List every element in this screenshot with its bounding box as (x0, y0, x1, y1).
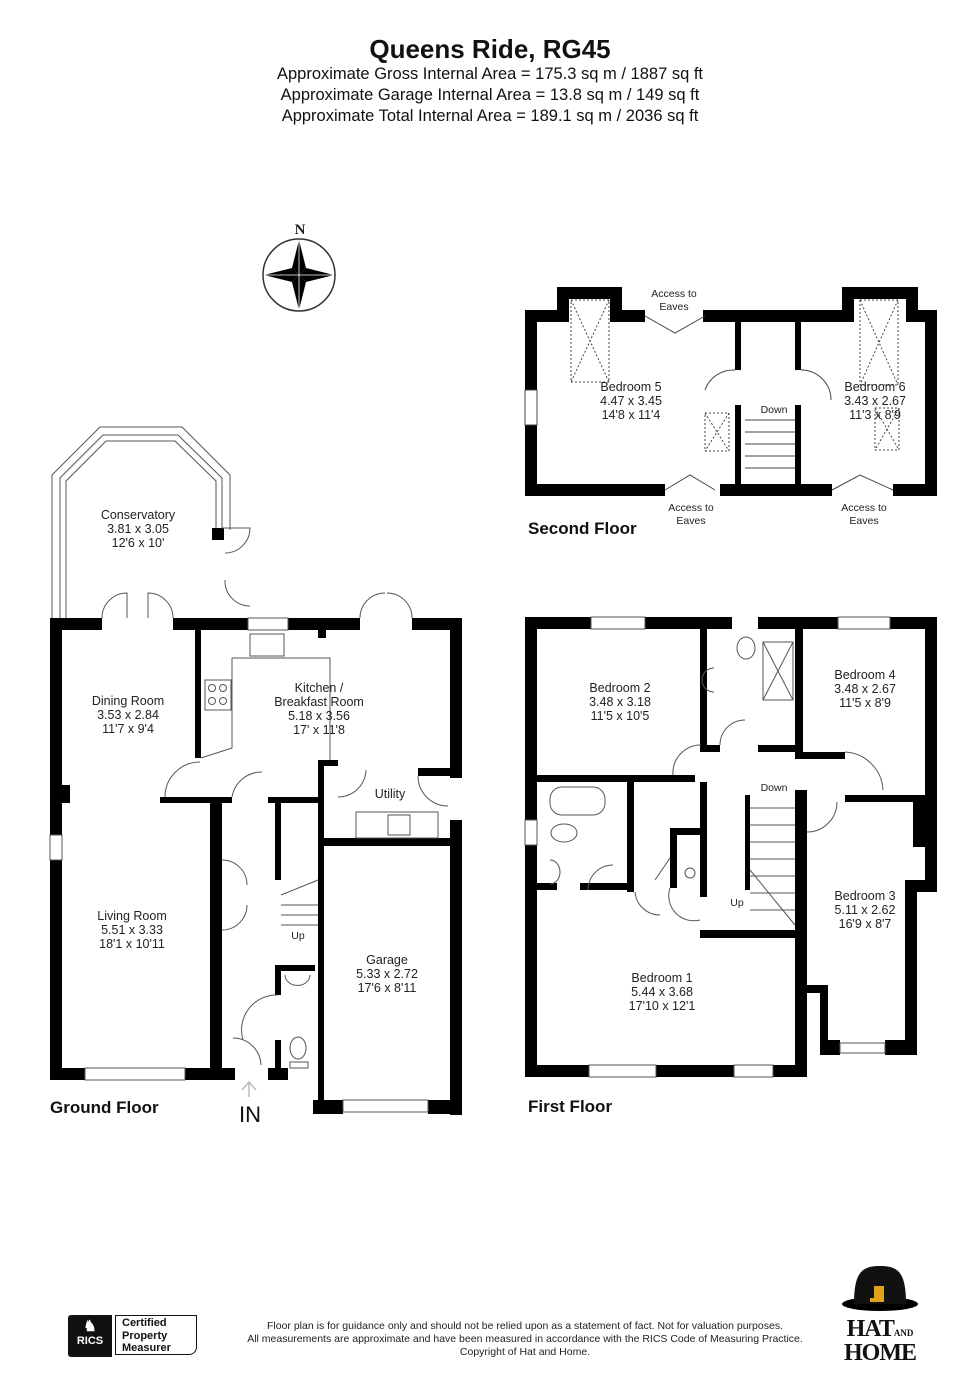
svg-text:Eaves: Eaves (676, 515, 705, 527)
svg-text:Bedroom 5: Bedroom 5 (600, 380, 661, 394)
svg-text:Bedroom 1: Bedroom 1 (631, 971, 692, 985)
svg-text:Access to: Access to (651, 288, 697, 300)
garage-area: Approximate Garage Internal Area = 13.8 … (280, 86, 700, 104)
rics-lion-icon: ♞ (83, 1318, 97, 1335)
svg-text:12'6 x 10': 12'6 x 10' (112, 536, 165, 550)
gross-area: Approximate Gross Internal Area = 175.3 … (276, 65, 704, 83)
rics-certified-badge: ♞ RICS Certified Property Measurer (68, 1315, 200, 1357)
room-bedroom-1: Bedroom 1 5.44 x 3.68 17'10 x 12'1 (629, 971, 696, 1013)
eaves-access-top: Access to Eaves (651, 288, 697, 313)
svg-text:Eaves: Eaves (659, 301, 688, 313)
svg-text:Breakfast Room: Breakfast Room (274, 695, 364, 709)
room-utility: Utility (375, 787, 406, 801)
svg-text:3.48 x 2.67: 3.48 x 2.67 (834, 682, 896, 696)
eaves-access-bottom-right: Access to Eaves (841, 502, 887, 527)
svg-text:5.51 x 3.33: 5.51 x 3.33 (101, 923, 163, 937)
first-floor-label: First Floor (528, 1097, 612, 1116)
svg-text:3.81 x 3.05: 3.81 x 3.05 (107, 522, 169, 536)
logo-wordmark: HATAND HOME (844, 1316, 917, 1366)
ground-floor-label: Ground Floor (50, 1098, 159, 1117)
conservatory-glazing (51, 426, 231, 618)
room-bedroom-5: Bedroom 5 4.47 x 3.45 14'8 x 11'4 (600, 380, 662, 422)
svg-text:5.44 x 3.68: 5.44 x 3.68 (631, 985, 693, 999)
svg-text:4.47 x 3.45: 4.47 x 3.45 (600, 394, 662, 408)
svg-text:3.53 x 2.84: 3.53 x 2.84 (97, 708, 159, 722)
svg-text:5.11 x 2.62: 5.11 x 2.62 (835, 903, 896, 917)
svg-text:N: N (295, 222, 306, 238)
svg-text:Conservatory: Conservatory (101, 508, 176, 522)
hat-and-home-logo: HATAND HOME (832, 1262, 928, 1366)
svg-text:Access to: Access to (841, 502, 887, 514)
second-floor-plan (525, 287, 937, 496)
bowler-hat-icon (842, 1266, 918, 1311)
svg-text:11'3 x 8'9: 11'3 x 8'9 (849, 408, 901, 422)
svg-text:Bedroom 6: Bedroom 6 (844, 380, 905, 394)
svg-text:18'1 x 10'11: 18'1 x 10'11 (99, 937, 165, 951)
svg-text:Bedroom 2: Bedroom 2 (589, 681, 650, 695)
svg-text:5.18 x 3.56: 5.18 x 3.56 (288, 709, 350, 723)
svg-text:Access to: Access to (668, 502, 714, 514)
svg-text:Living Room: Living Room (97, 909, 166, 923)
eaves-access-bottom-left: Access to Eaves (668, 502, 714, 527)
second-floor-label: Second Floor (528, 519, 637, 538)
stairs-down-label: Down (761, 782, 788, 794)
compass-rose-icon: N (262, 222, 336, 312)
svg-text:Eaves: Eaves (849, 515, 878, 527)
stairs-down-label: Down (761, 404, 788, 416)
svg-text:16'9 x 8'7: 16'9 x 8'7 (839, 917, 892, 931)
svg-text:5.33 x 2.72: 5.33 x 2.72 (356, 967, 418, 981)
room-bedroom-2: Bedroom 2 3.48 x 3.18 11'5 x 10'5 (589, 681, 651, 723)
svg-text:17'10 x 12'1: 17'10 x 12'1 (629, 999, 696, 1013)
room-conservatory: Conservatory 3.81 x 3.05 12'6 x 10' (101, 508, 176, 550)
svg-text:Kitchen /: Kitchen / (295, 681, 344, 695)
svg-text:Bedroom 4: Bedroom 4 (834, 668, 895, 682)
room-garage: Garage 5.33 x 2.72 17'6 x 8'11 (356, 953, 418, 995)
svg-text:Bedroom 3: Bedroom 3 (834, 889, 895, 903)
room-dining: Dining Room 3.53 x 2.84 11'7 x 9'4 (92, 694, 164, 736)
plan-header: Queens Ride, RG45 Approximate Gross Inte… (0, 34, 980, 127)
svg-text:17' x 11'8: 17' x 11'8 (293, 723, 345, 737)
room-kitchen: Kitchen / Breakfast Room 5.18 x 3.56 17'… (274, 681, 364, 737)
room-bedroom-4: Bedroom 4 3.48 x 2.67 11'5 x 8'9 (834, 668, 896, 710)
room-bedroom-6: Bedroom 6 3.43 x 2.67 11'3 x 8'9 (844, 380, 906, 422)
room-bedroom-3: Bedroom 3 5.11 x 2.62 16'9 x 8'7 (834, 889, 895, 931)
stairs-up-label: Up (291, 930, 305, 942)
svg-text:Dining Room: Dining Room (92, 694, 164, 708)
disclaimer: Floor plan is for guidance only and shou… (247, 1320, 803, 1358)
property-title: Queens Ride, RG45 (369, 34, 611, 64)
entrance-label: IN (239, 1102, 261, 1127)
svg-text:11'5 x 10'5: 11'5 x 10'5 (591, 709, 650, 723)
ground-floor-walls (50, 528, 462, 1115)
entrance-arrow-icon (241, 1080, 257, 1097)
rics-badge-text: Certified Property Measurer (115, 1315, 197, 1355)
svg-text:3.48 x 3.18: 3.48 x 3.18 (589, 695, 651, 709)
svg-text:3.43 x 2.67: 3.43 x 2.67 (844, 394, 906, 408)
svg-text:11'5 x 8'9: 11'5 x 8'9 (839, 696, 891, 710)
rics-logo: ♞ RICS (68, 1315, 112, 1357)
room-living: Living Room 5.51 x 3.33 18'1 x 10'11 (97, 909, 166, 951)
svg-text:17'6 x 8'11: 17'6 x 8'11 (358, 981, 417, 995)
total-area: Approximate Total Internal Area = 189.1 … (281, 107, 699, 125)
svg-text:Garage: Garage (366, 953, 408, 967)
stairs-up-label: Up (730, 897, 744, 909)
svg-text:11'7 x 9'4: 11'7 x 9'4 (102, 722, 154, 736)
svg-text:14'8 x 11'4: 14'8 x 11'4 (602, 408, 661, 422)
first-floor-walls (525, 617, 937, 1077)
